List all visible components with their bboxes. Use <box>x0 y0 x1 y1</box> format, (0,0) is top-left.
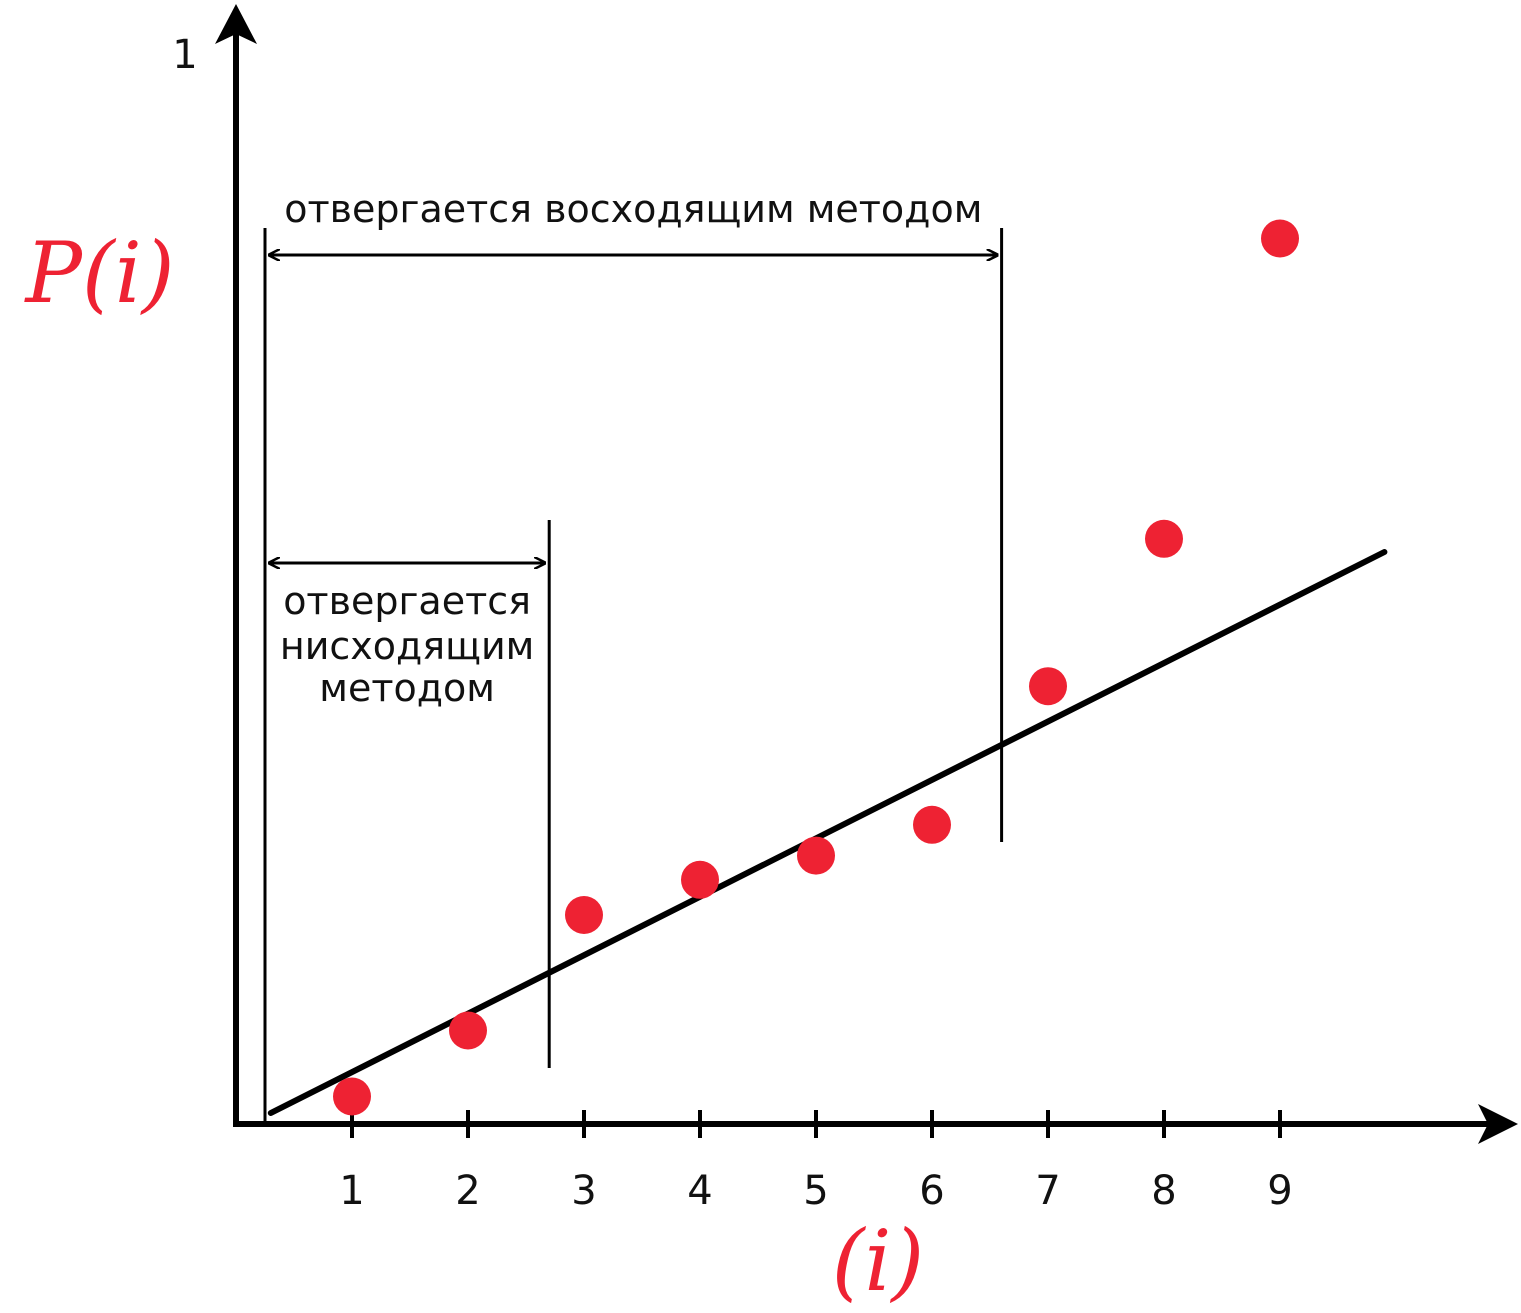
data-point <box>565 896 603 934</box>
step-down-label-line-3: методом <box>319 666 495 710</box>
y-axis-label: P(i) <box>24 224 175 322</box>
x-tick-label: 5 <box>803 1168 828 1214</box>
x-tick-label: 1 <box>339 1168 364 1214</box>
data-point <box>1145 519 1183 558</box>
x-tick-label: 9 <box>1267 1168 1292 1214</box>
step-up-label: отвергается восходящим методом <box>284 187 982 231</box>
x-tick-label: 7 <box>1035 1168 1060 1214</box>
y-axis-arrowhead <box>215 4 257 44</box>
y-axis-top-label: 1 <box>172 32 197 78</box>
data-point <box>1261 219 1299 258</box>
data-point <box>913 805 951 844</box>
x-ticks: 1 2 3 4 5 6 7 8 9 <box>339 1110 1293 1214</box>
data-point <box>1029 667 1067 706</box>
data-points <box>333 219 1299 1116</box>
data-point <box>333 1077 371 1116</box>
x-axis-label: (i) <box>832 1212 924 1310</box>
x-tick-label: 3 <box>571 1168 596 1214</box>
step-down-label-line-2: нисходящим <box>280 624 534 668</box>
x-tick-label: 2 <box>455 1168 480 1214</box>
x-tick-label: 6 <box>919 1168 944 1214</box>
step-down-label-line-1: отвергается <box>283 579 531 623</box>
data-point <box>449 1011 487 1050</box>
x-tick-label: 4 <box>687 1168 712 1214</box>
x-axis-arrowhead <box>1478 1104 1518 1144</box>
x-tick-label: 8 <box>1151 1168 1176 1214</box>
data-point <box>797 836 835 875</box>
data-point <box>681 860 719 899</box>
